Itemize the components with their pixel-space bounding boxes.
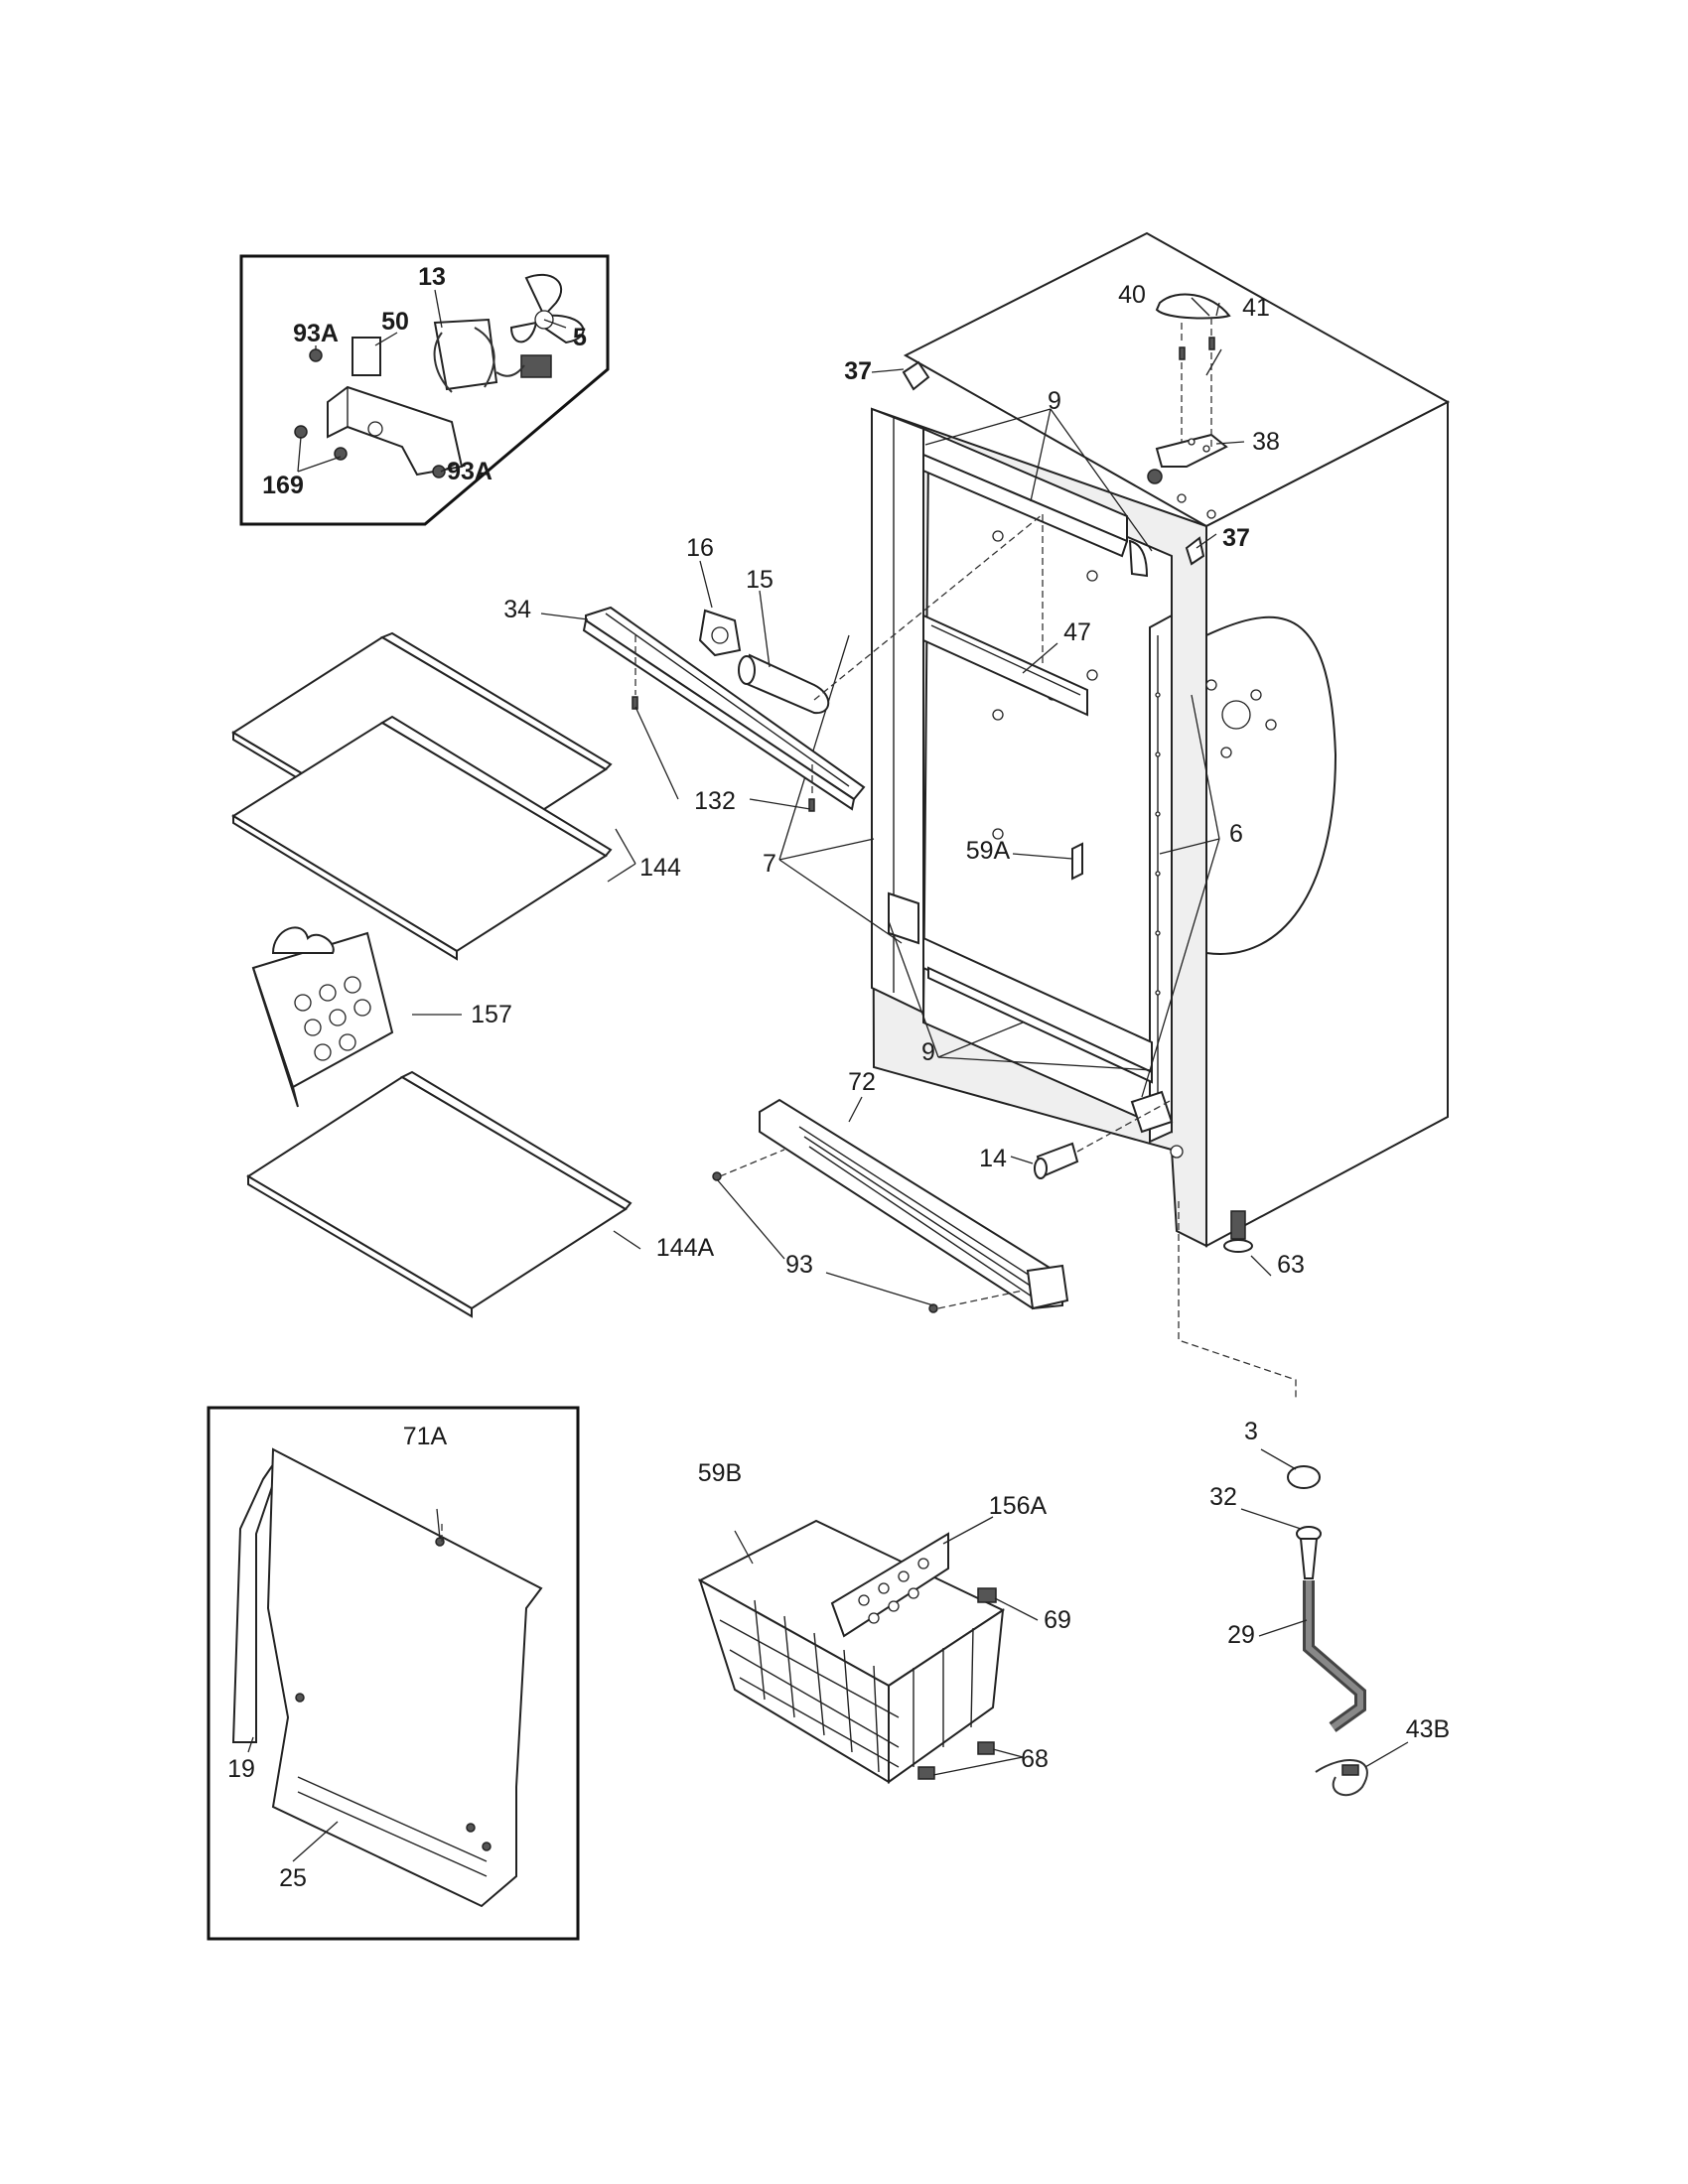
callout-9-top: 9 [1048,387,1061,415]
shelves-144 [231,631,636,961]
callout-25: 25 [279,1864,307,1892]
callout-157: 157 [471,1001,512,1028]
callout-29: 29 [1227,1621,1255,1649]
callout-15: 15 [746,566,774,594]
callout-50: 50 [381,308,409,336]
callout-63: 63 [1277,1251,1305,1279]
callout-13: 13 [418,263,446,291]
callout-37-right: 37 [1222,524,1250,552]
cabinet [870,231,1451,1400]
drain-parts [1240,1255,1409,1797]
gasket-assembly [778,407,1220,1144]
callout-59b: 59B [698,1459,742,1487]
callout-41: 41 [1242,294,1270,322]
callout-9-bottom: 9 [921,1038,935,1066]
callout-5: 5 [573,324,587,351]
callout-68: 68 [1021,1745,1049,1773]
callout-43b: 43B [1406,1715,1450,1743]
fan-cover-parts [540,513,1044,812]
callout-72: 72 [848,1068,876,1096]
callout-14: 14 [979,1145,1007,1172]
callout-169: 169 [262,472,304,499]
callout-3: 3 [1244,1418,1258,1445]
inset-fan-motor: 13 50 93A 5 169 93A [239,254,610,526]
callout-59a: 59A [966,837,1011,865]
plug-14 [1010,1099,1173,1179]
callout-71a: 71A [403,1423,448,1450]
callout-6: 6 [1229,820,1243,848]
callout-7: 7 [763,850,776,878]
callout-38: 38 [1252,428,1280,456]
callout-93a-top: 93A [293,320,339,347]
callout-32: 32 [1209,1483,1237,1511]
bin-157 [251,926,462,1108]
callout-47: 47 [1063,618,1091,646]
kickplate-72 [712,1096,1069,1313]
shelf-144a [246,1070,641,1318]
callout-93: 93 [785,1251,813,1279]
callout-144a: 144A [656,1234,715,1262]
callout-19: 19 [227,1755,255,1783]
callout-34: 34 [503,596,531,623]
callout-69: 69 [1044,1606,1071,1634]
callout-93a-bottom: 93A [447,458,492,485]
inset-rear-panel [207,1406,580,1941]
callout-40: 40 [1118,281,1146,309]
callout-144: 144 [639,854,681,882]
callout-37-left: 37 [844,357,872,385]
wire-basket [697,1516,1039,1784]
callout-16: 16 [686,534,714,562]
callout-156a: 156A [989,1492,1048,1520]
callout-132: 132 [694,787,736,815]
